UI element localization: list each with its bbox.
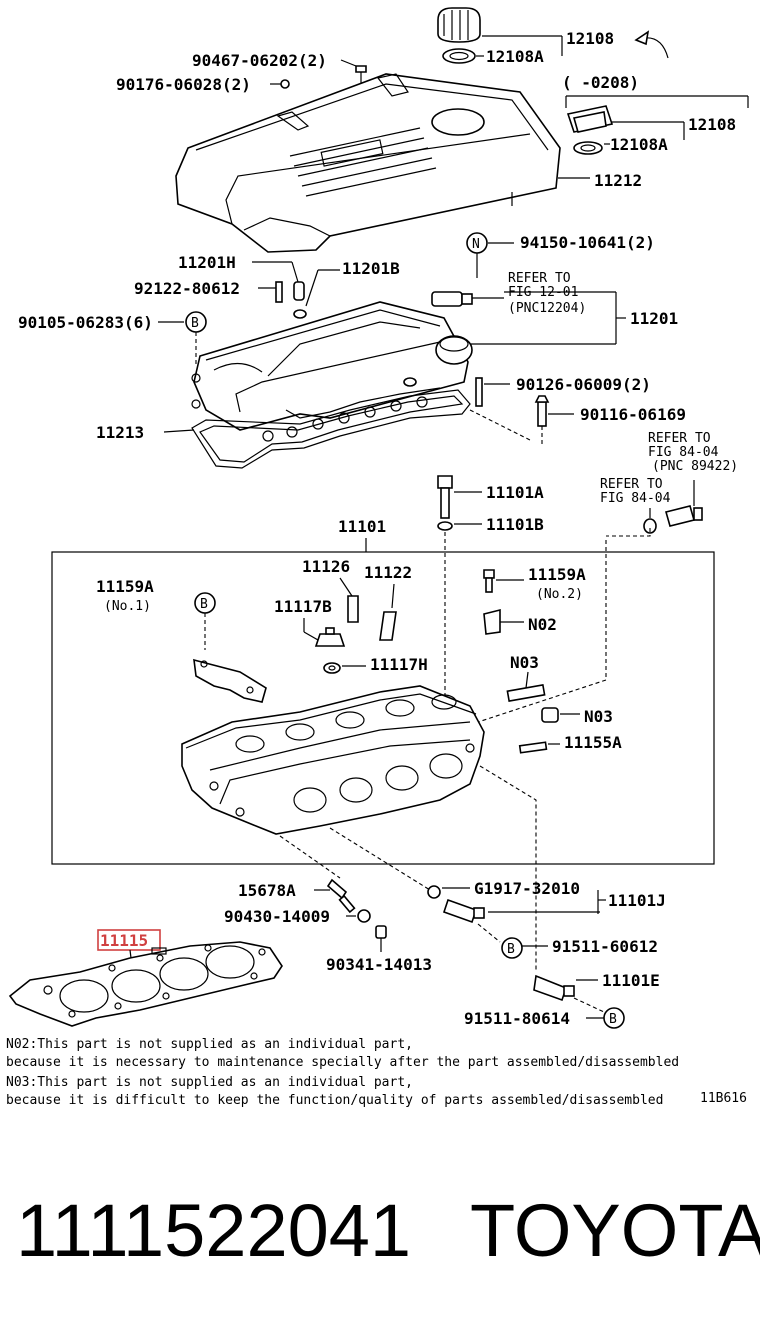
label-n03-b: N03 <box>584 707 613 726</box>
camshaft-bearing-cap-no1 <box>193 658 267 703</box>
pin-n03 <box>506 684 546 702</box>
diagram-code: 11B616 <box>700 1091 747 1106</box>
label-fig-84-04-b: FIG 84-04 <box>600 491 671 506</box>
valve-guide-11122 <box>379 611 397 641</box>
label-15678a: 15678A <box>238 881 296 900</box>
head-bolt-11101a <box>437 475 482 519</box>
grommet-11201b <box>293 281 307 319</box>
label-range: ( -0208) <box>562 73 639 92</box>
bolt-90126 <box>475 377 510 407</box>
label-n1: N <box>472 237 480 252</box>
washer-90430 <box>346 909 371 923</box>
label-11117h: 11117H <box>370 655 428 674</box>
label-11101: 11101 <box>338 517 386 536</box>
label-12108a: 12108A <box>486 47 544 66</box>
oil-control-valve-11101j <box>442 898 485 924</box>
label-n02: N02 <box>528 615 557 634</box>
label-11213: 11213 <box>96 423 144 442</box>
label-11122: 11122 <box>364 563 412 582</box>
stud-15678a <box>326 878 356 914</box>
stud-90116 <box>534 395 574 446</box>
label-12108-alt: 12108 <box>688 115 736 134</box>
label-refer-to-1: REFER TO <box>508 271 571 286</box>
highlight-box-11115 <box>97 929 161 951</box>
label-11212: 11212 <box>594 171 642 190</box>
label-11101a: 11101A <box>486 483 544 502</box>
label-11201b: 11201B <box>342 259 400 278</box>
label-11201h: 11201H <box>178 253 236 272</box>
temperature-sensor <box>643 480 703 534</box>
label-11155a: 11155A <box>564 733 622 752</box>
label-11201: 11201 <box>630 309 678 328</box>
cylinder-head <box>181 685 485 835</box>
note-n03-line1: N03:This part is not supplied as an indi… <box>6 1075 413 1090</box>
label-12108a-alt: 12108A <box>610 135 668 154</box>
engine-cover-11212 <box>175 73 590 253</box>
label-b2: B <box>200 597 208 612</box>
oil-filler-cap-12108 <box>437 7 563 64</box>
b-marker-icon-4 <box>603 1007 625 1029</box>
label-12108: 12108 <box>566 29 614 48</box>
label-b4: B <box>609 1012 617 1027</box>
cylinder-head-gasket-11115 <box>8 941 283 1027</box>
curved-arrow-icon <box>643 37 669 59</box>
label-91511-80614: 91511-80614 <box>464 1009 570 1028</box>
label-11159a-no2: 11159A <box>528 565 586 584</box>
bolt-11159a-no2 <box>483 569 524 593</box>
label-90430: 90430-14009 <box>224 907 330 926</box>
label-11126: 11126 <box>302 557 350 576</box>
bolt-92122 <box>258 281 283 303</box>
label-91511-60612: 91511-60612 <box>552 937 658 956</box>
note-n03-line2: because it is difficult to keep the func… <box>6 1093 663 1108</box>
valve-cover-11201 <box>191 301 473 431</box>
gasket-11117h <box>323 662 366 674</box>
label-refer-to-2: REFER TO <box>648 431 711 446</box>
label-pnc89422: (PNC 89422) <box>652 459 738 474</box>
label-11159a-no1: 11159A <box>96 577 154 596</box>
washer-11101b <box>437 521 482 531</box>
note-n02-line1: N02:This part is not supplied as an indi… <box>6 1037 413 1052</box>
cylinder-head-group-box <box>51 551 715 865</box>
label-n03-a: N03 <box>510 653 539 672</box>
label-no1: (No.1) <box>104 599 151 614</box>
valve-guide-11126 <box>347 595 359 623</box>
plug-90341 <box>375 925 387 952</box>
note-n02-line2: because it is necessary to maintenance s… <box>6 1055 679 1070</box>
valve-cover-gasket-11213 <box>191 389 471 469</box>
label-fig-84-04-a: FIG 84-04 <box>648 445 719 460</box>
stud-11155a <box>518 741 560 754</box>
label-b1: B <box>191 316 199 331</box>
sensor-11101e <box>533 974 598 1002</box>
label-g1917: G1917-32010 <box>474 879 580 898</box>
b-marker-icon-3 <box>501 937 523 959</box>
label-refer-to-3: REFER TO <box>600 477 663 492</box>
label-92122: 92122-80612 <box>134 279 240 298</box>
camshaft-bearing-cap-n02 <box>483 608 524 635</box>
part-number: 1111522041 <box>16 1189 411 1272</box>
pcv-valve <box>431 291 504 307</box>
label-90467: 90467-06202(2) <box>192 51 327 70</box>
plug-11117b <box>314 627 346 647</box>
label-90116: 90116-06169 <box>580 405 686 424</box>
label-90105: 90105-06283(6) <box>18 313 153 332</box>
label-94150: 94150-10641(2) <box>520 233 655 252</box>
arrow-head-icon <box>634 30 650 46</box>
label-90176: 90176-06028(2) <box>116 75 251 94</box>
bushing-n03 <box>541 707 580 723</box>
gasket-g1917 <box>427 885 470 899</box>
label-no2: (No.2) <box>536 587 583 602</box>
label-11115: 11115 <box>100 931 148 950</box>
bolt-90176 <box>270 79 290 89</box>
label-11101e: 11101E <box>602 971 660 990</box>
label-90126: 90126-06009(2) <box>516 375 651 394</box>
label-11101b: 11101B <box>486 515 544 534</box>
label-pnc12204: (PNC12204) <box>508 301 586 316</box>
label-11101j: 11101J <box>608 891 666 910</box>
brand-name: TOYOTA <box>470 1189 760 1272</box>
label-11117b: 11117B <box>274 597 332 616</box>
label-90341: 90341-14013 <box>326 955 432 974</box>
oil-filler-cap-alt <box>566 105 685 155</box>
label-b3: B <box>507 942 515 957</box>
